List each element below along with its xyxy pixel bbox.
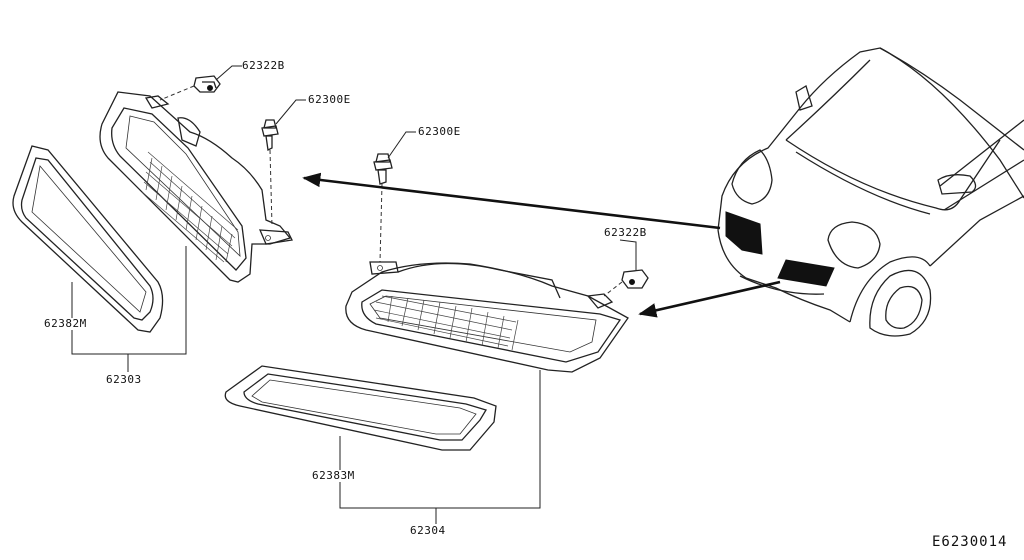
left-grille-assembly <box>99 91 293 283</box>
lower-grille-assembly <box>345 261 629 373</box>
car-illustration <box>717 47 1024 337</box>
leader-lines <box>71 246 541 524</box>
bolt-middle <box>373 131 416 263</box>
arrow-upper <box>302 172 721 230</box>
label-frame-bottom: 62383M <box>312 469 355 482</box>
label-bolt-upper: 62300E <box>308 93 351 106</box>
arrow-lower <box>638 280 781 318</box>
label-assembly-bottom: 62304 <box>410 524 446 537</box>
diagram-code: E6230014 <box>932 534 1008 550</box>
left-seal-frame <box>12 145 164 333</box>
label-bolt-middle: 62300E <box>418 125 461 138</box>
label-frame-left: 62382M <box>44 317 87 330</box>
left-grille-mesh <box>141 151 239 263</box>
label-clip-right: 62322B <box>604 226 647 239</box>
clip-upper-left <box>159 65 242 101</box>
bolt-upper <box>261 99 306 227</box>
label-clip-upper-left: 62322B <box>242 59 285 72</box>
label-assembly-left: 62303 <box>106 373 142 386</box>
bottom-seal-frame <box>224 365 497 451</box>
lower-grille-mesh <box>373 295 519 351</box>
clip-right <box>603 239 649 297</box>
